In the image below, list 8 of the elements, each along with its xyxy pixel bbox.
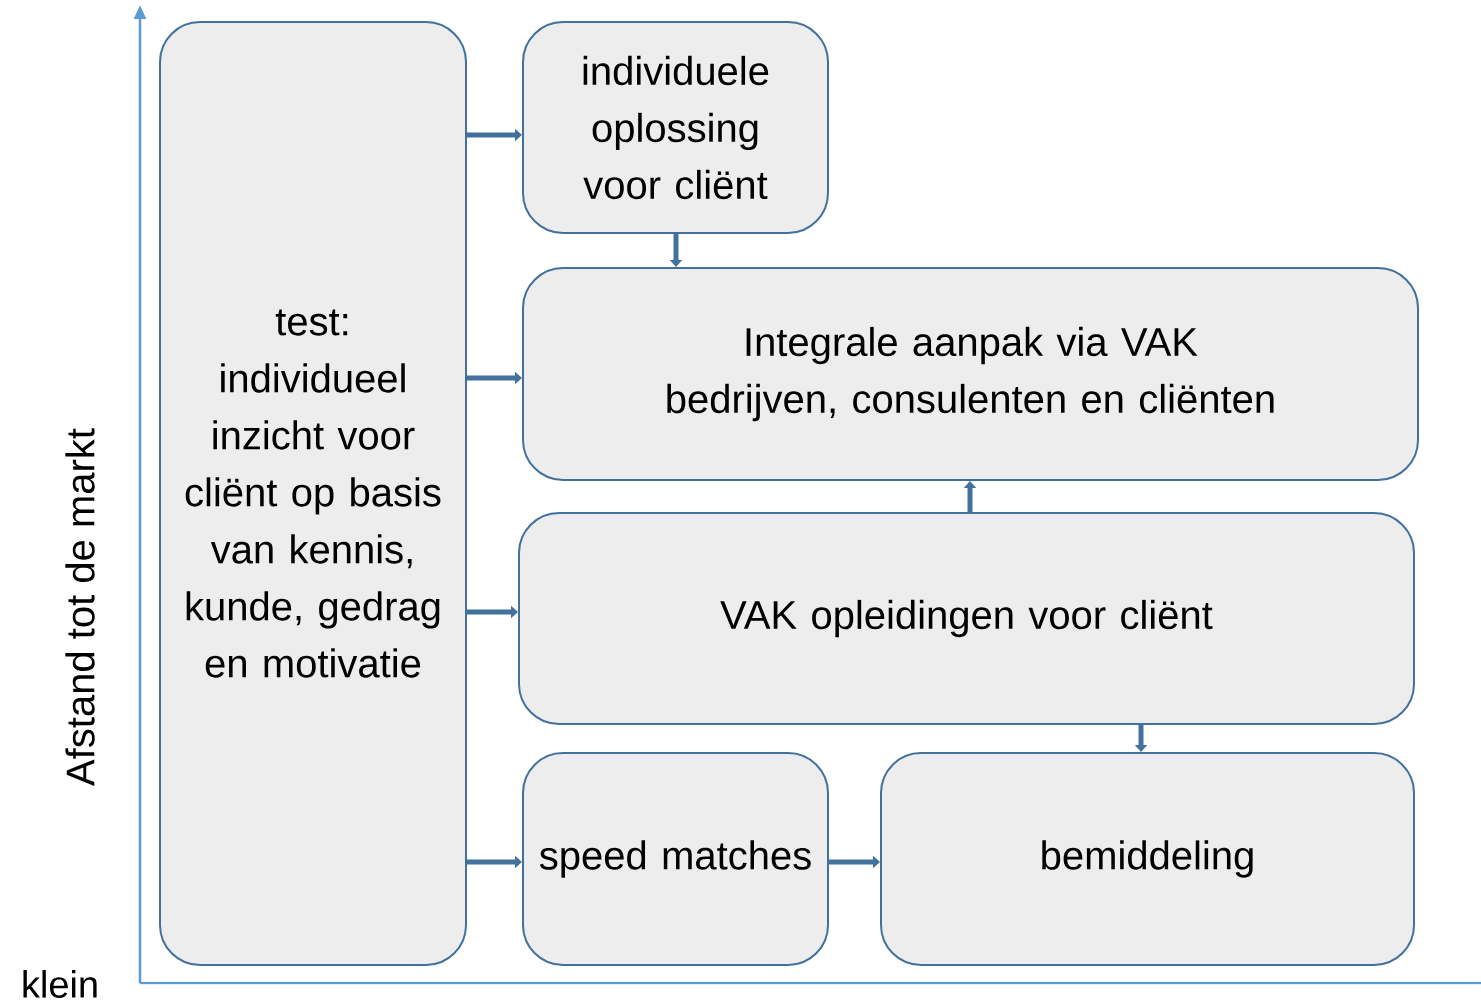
axis-label: klein — [23, 970, 97, 998]
process-box: VAK opleidingen voor cliënt — [518, 512, 1415, 725]
process-box: Integrale aanpak via VAK bedrijven, consulenten en cliënten — [522, 267, 1419, 481]
process-box: bemiddeling — [880, 752, 1415, 966]
process-box: individuele oplossing voor cliënt — [522, 21, 829, 234]
process-box: speed matches — [522, 752, 829, 966]
process-box: test: individueel inzicht voor cliënt op basis van kennis, kunde, gedrag en motivatie — [159, 21, 467, 966]
axis-label: Afstand tot de markt — [65, 428, 95, 786]
